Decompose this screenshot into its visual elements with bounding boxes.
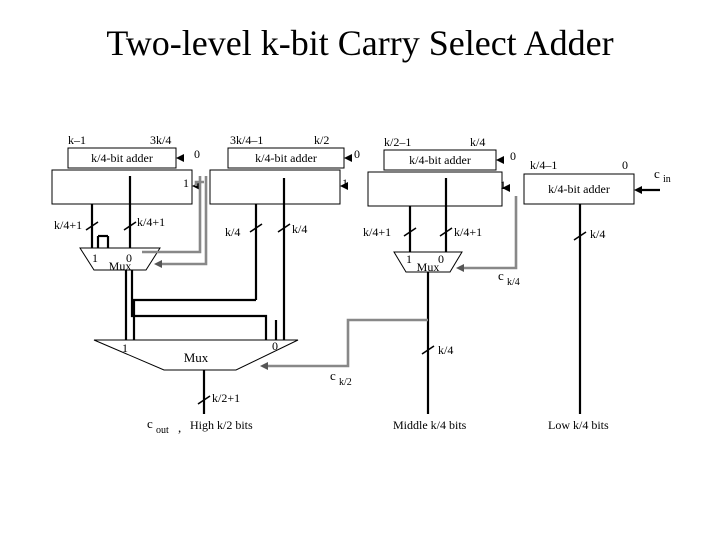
output-middle-label: Middle k/4 bits [393,418,467,432]
adder-1-label: k/4-bit adder [91,151,153,165]
adder-1-msb: k–1 [68,133,86,147]
output-low-label: Low k/4 bits [548,418,609,432]
cin-sub: in [663,174,671,185]
adder-3-label: k/4-bit adder [409,153,471,167]
adder-1-cin0: 0 [194,147,200,161]
adder-2-label: k/4-bit adder [255,151,317,165]
adder-3-lsb: k/4 [470,135,485,149]
adder-1-cin1: 1 [183,176,189,190]
carry-k4: c k/4 [456,196,520,288]
adder-2-msb: 3k/4–1 [230,133,263,147]
wire-low-output: k/4 [573,204,605,414]
mux-left-in0: 0 [126,251,132,265]
carry-k2-to-mux-left [142,176,208,268]
adder-4-lsb: 0 [622,158,628,172]
width-label-a4: k/4 [590,227,605,241]
mux-right: Mux 1 0 [393,251,463,274]
ck2-sub: k/2 [339,377,352,388]
wires-block-3: k/4+1 k/4+1 [363,178,482,252]
cin-label: c [654,166,660,181]
width-label-a3-1: k/4+1 [363,225,391,239]
wire-middle-output: k/4 [421,272,453,414]
ck2-label: c [330,368,336,383]
adder-block-2: k/4-bit adder 3k/4–1 k/2 0 1 [209,133,360,205]
mux-second-in0: 0 [272,339,278,353]
cin-input: c in [634,166,671,194]
adder-1-lsb: 3k/4 [150,133,171,147]
mux-left-label: Mux [109,259,132,273]
mux-second-in1: 1 [122,341,128,355]
slide-title: Two-level k-bit Carry Select Adder [106,23,614,63]
width-label-a1-1: k/4+1 [54,218,82,232]
adder-3-msb: k/2–1 [384,135,411,149]
wires-second-level [124,270,278,340]
adder-3-cin1: 1 [500,178,506,192]
mux-right-in0: 0 [438,252,444,266]
cout-sub: out [156,425,169,436]
mux-right-in1: 1 [406,252,412,266]
width-label-a2-0: k/4 [292,222,307,236]
adder-4-msb: k/4–1 [530,158,557,172]
cout-separator: , [178,420,181,435]
cout-label: c [147,416,153,431]
ck4-label: c [498,268,504,283]
output-high-label: High k/2 bits [190,418,253,432]
carry-k2: c k/2 [260,318,428,388]
ck4-sub: k/4 [507,277,520,288]
adder-3-cin0: 0 [510,149,516,163]
wire-high-output: k/2+1 [197,370,240,414]
adder-4-label: k/4-bit adder [548,182,610,196]
mux-left-in1: 1 [92,251,98,265]
mux-right-label: Mux [417,260,440,274]
width-label-a1-0: k/4+1 [137,215,165,229]
adder-block-4: k/4-bit adder k/4–1 0 [523,158,635,205]
mux-second-label: Mux [184,350,209,365]
adder-2-cin0: 0 [354,147,360,161]
adder-block-3: k/4-bit adder k/2–1 k/4 0 1 [367,135,516,207]
adder-2-cin1: 1 [342,176,348,190]
width-label-high: k/2+1 [212,391,240,405]
width-label-a2-1: k/4 [225,225,240,239]
wires-block-1: k/4+1 k/4+1 [54,176,165,248]
mux-left: Mux 1 0 [79,247,161,273]
adder-2-lsb: k/2 [314,133,329,147]
width-label-middle: k/4 [438,343,453,357]
wires-block-2: k/4 k/4 [225,178,307,340]
adder-block-1: k/4-bit adder k–1 3k/4 0 1 [51,133,200,205]
mux-second-level: Mux 1 0 [93,339,299,371]
width-label-a3-0: k/4+1 [454,225,482,239]
